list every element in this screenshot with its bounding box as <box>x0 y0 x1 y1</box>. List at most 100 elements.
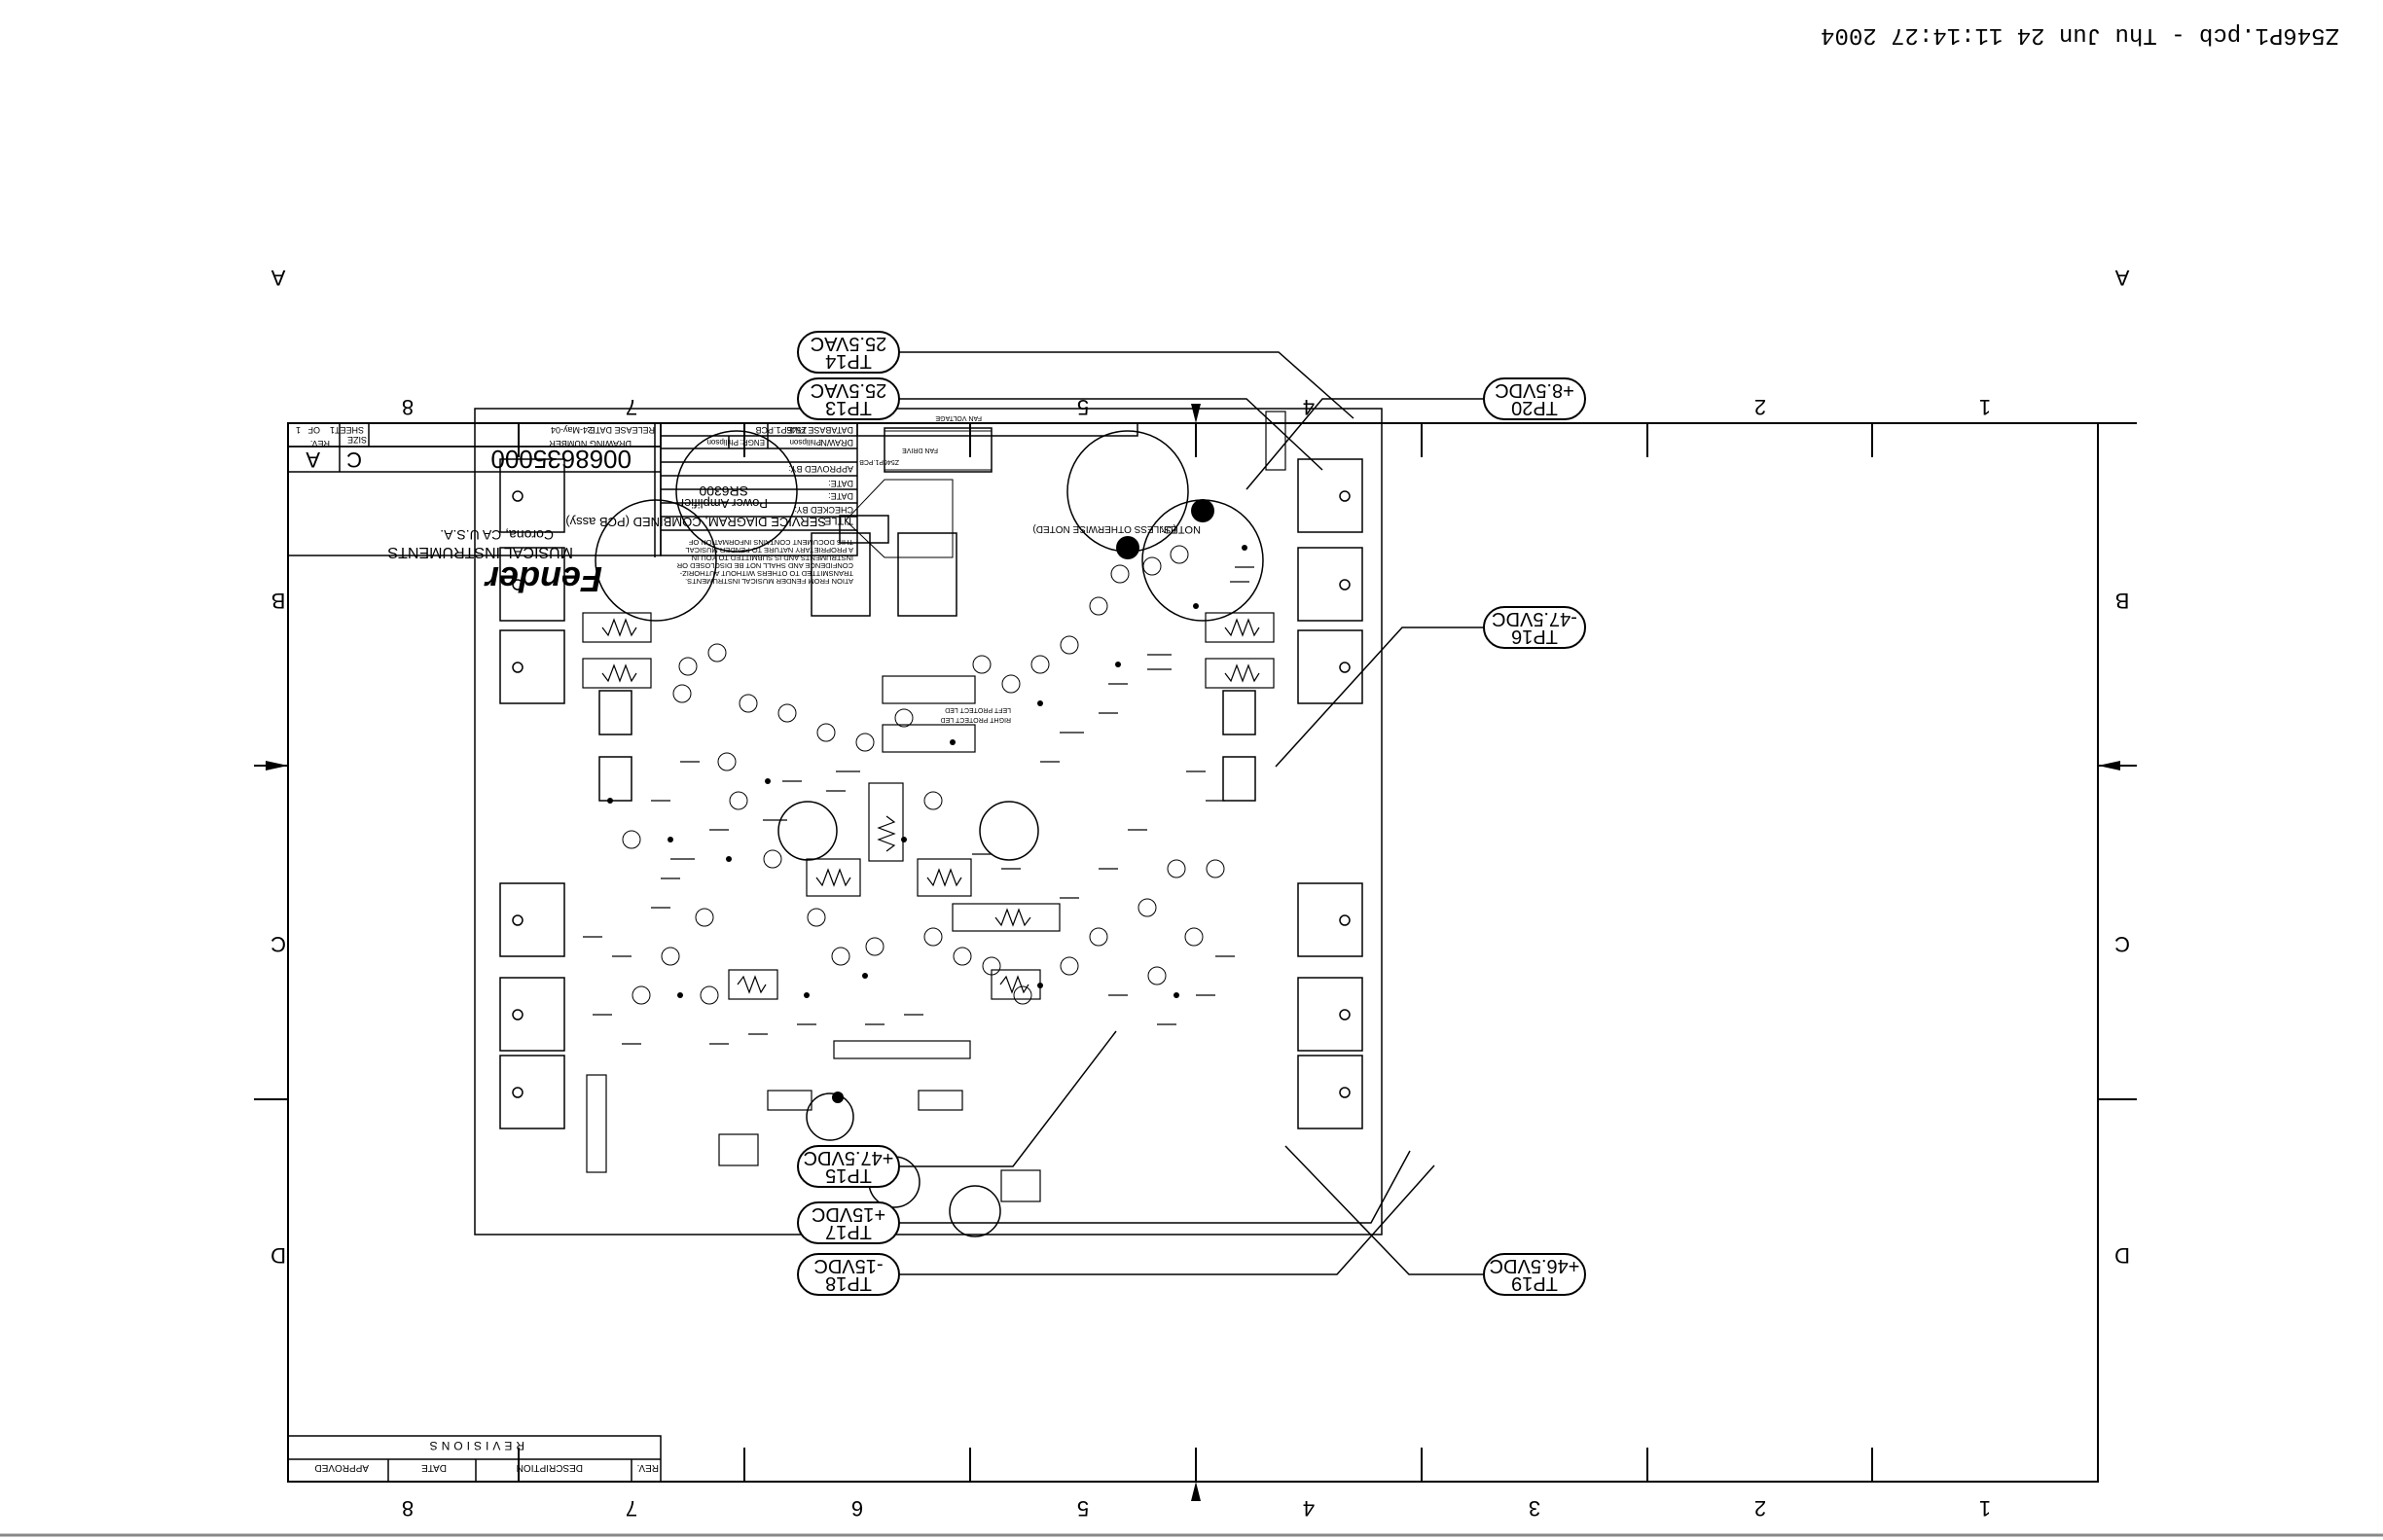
rev-value: A <box>306 448 320 472</box>
tp16-value: -47.5VDC <box>1492 608 1577 629</box>
row-label-C-right: C <box>271 932 286 956</box>
sheet-number: 1 <box>330 425 335 435</box>
right-protect-label: RIGHT PROTECT LED <box>941 716 1011 723</box>
proprietary-line-3: INSTRUMENTS AND IS SUBMITTED TO YOU IN <box>692 554 853 562</box>
left-protect-label: LEFT PROTECT LED <box>945 706 1011 713</box>
resistors <box>582 612 1275 1111</box>
col-num-8-bottom: 8 <box>402 395 414 419</box>
proprietary-line-1: THIS DOCUMENT CONTAINS INFORMATION OF <box>688 538 853 547</box>
col-num-4-top: 4 <box>1303 1496 1315 1521</box>
tp20-id: TP20 <box>1511 397 1558 418</box>
release-date: 24-May-04 <box>551 425 593 435</box>
sheet-total: 1 <box>296 425 301 435</box>
tp15-id: TP15 <box>825 1164 872 1186</box>
revisions-block <box>287 1435 662 1483</box>
revisions-header-approved: APPROVED <box>314 1462 369 1473</box>
model: SR6300 <box>699 483 748 499</box>
col-num-4-bottom: 4 <box>1303 395 1315 419</box>
proprietary-line-5: TRANSMITTED TO OTHERS WITHOUT AUTHORIZ- <box>679 569 853 578</box>
power-transistors <box>499 458 1363 1129</box>
tp18-id: TP18 <box>825 1272 872 1294</box>
tp13-value: 25.5VAC <box>811 379 887 401</box>
col-num-8-top: 8 <box>402 1496 414 1521</box>
revisions-header-date: DATE <box>421 1462 447 1473</box>
tp17-value: +15VDC <box>812 1203 885 1225</box>
sheet-label: SHEET <box>334 425 364 435</box>
tp13-id: TP13 <box>825 397 872 418</box>
small-components <box>583 566 1254 1045</box>
date-label-1: DATE: <box>828 479 853 488</box>
flipped-text-layer: NOTES: (UNLESS OTHERWISE NOTED) DATABASE… <box>271 266 2130 1521</box>
fan-region <box>845 430 993 558</box>
col-num-2-bottom: 2 <box>1754 395 1766 419</box>
fender-logo: Fender <box>484 559 602 599</box>
company-name: MUSICAL INSTRUMENTS <box>387 544 573 560</box>
col-num-7-top: 7 <box>626 1496 637 1521</box>
row-label-B-left: B <box>2115 589 2130 613</box>
tp17-id: TP17 <box>825 1221 872 1242</box>
row-label-B-right: B <box>271 589 286 613</box>
subtitle: Power Amplifier <box>679 496 768 511</box>
drawn-value: Philipson <box>790 438 821 447</box>
col-num-7-bottom: 7 <box>626 395 637 419</box>
file-stamp: Z546P1.pcb - Thu Jun 24 11:14:27 2004 <box>1821 21 2339 48</box>
diode-dots <box>607 545 1247 998</box>
database-file-label: DATABASE FILE: <box>784 425 853 435</box>
tp14-id: TP14 <box>825 350 872 372</box>
notes-label: NOTES: <box>1161 523 1201 535</box>
company-location: Corona, CA U.S.A. <box>440 527 554 543</box>
pcb-outline <box>474 408 1383 1236</box>
col-num-3-top: 3 <box>1529 1496 1540 1521</box>
tp18-value: -15VDC <box>813 1255 883 1276</box>
drawn-label: DRAWN: <box>818 438 853 448</box>
approved-by-label: APPROVED BY: <box>788 464 853 474</box>
row-label-A-left: A <box>2114 266 2129 290</box>
drawing-number-label: DRAWING NUMBER <box>549 439 632 448</box>
tp20-value: +8.5VDC <box>1495 379 1574 401</box>
test-point-callouts: TP14 25.5VAC TP13 25.5VAC TP20 +8.5VDC T… <box>797 331 1586 1296</box>
col-num-2-top: 2 <box>1754 1496 1766 1521</box>
tp16-id: TP16 <box>1511 626 1558 647</box>
proprietary-line-6: ATION FROM FENDER MUSICAL INSTRUMENTS. <box>685 577 853 586</box>
small-transistors <box>622 545 1225 1005</box>
col-num-5-top: 5 <box>1077 1496 1089 1521</box>
col-num-6-top: 6 <box>851 1496 863 1521</box>
size-value: C <box>346 448 362 472</box>
tp19-id: TP19 <box>1511 1272 1558 1294</box>
checked-by-label: CHECKED BY: <box>794 505 853 515</box>
of-label: OF <box>307 425 320 435</box>
notes-value: (UNLESS OTHERWISE NOTED) <box>1032 523 1176 534</box>
revisions-header-description: DESCRIPTION <box>517 1462 583 1473</box>
connectors <box>586 411 1286 1202</box>
drawing-border <box>287 422 2099 1483</box>
fan-voltage-label: FAN VOLTAGE <box>935 414 982 421</box>
col-num-5-bottom: 5 <box>1077 395 1089 419</box>
revisions-header-rev: REV. <box>637 1462 659 1473</box>
row-label-C-left: C <box>2114 932 2130 956</box>
release-date-label: RELEASE DATE: <box>587 425 655 435</box>
row-label-D-right: D <box>271 1243 286 1268</box>
col-num-1-top: 1 <box>1979 1496 1991 1521</box>
rev-label: REV. <box>310 439 330 448</box>
title-label: TITLE: <box>821 515 853 526</box>
database-file: Z546P1.PCB <box>755 425 807 435</box>
revisions-title: REVISIONS <box>426 1439 524 1452</box>
engr-value: Philipson <box>707 438 739 447</box>
fan-drive-label: FAN DRIVE <box>902 447 938 453</box>
title: SERVICE DIAGRAM, COMBINED (PCB assy) <box>565 515 826 529</box>
size-label: SIZE <box>347 435 367 445</box>
tp14-value: 25.5VAC <box>811 333 887 354</box>
col-num-1-bottom: 1 <box>1979 395 1991 419</box>
tp19-value: +46.5VDC <box>1490 1255 1580 1276</box>
board-number-label: Z546P1.PCB <box>859 458 899 465</box>
tp15-value: +47.5VDC <box>804 1147 894 1168</box>
border-ticks <box>254 422 2137 1482</box>
date-label-2: DATE: <box>828 491 853 501</box>
row-label-D-left: D <box>2114 1243 2130 1268</box>
drawing-number: 0068635000 <box>490 445 632 474</box>
proprietary-line-4: CONFIDENCE AND SHALL NOT BE DISCLOSED OR <box>676 561 853 570</box>
proprietary-line-2: A PROPRIETARY NATURE TO FENDER MUSICAL <box>685 546 853 555</box>
engr-label: ENGR: <box>740 438 765 447</box>
row-label-A-right: A <box>271 266 285 290</box>
